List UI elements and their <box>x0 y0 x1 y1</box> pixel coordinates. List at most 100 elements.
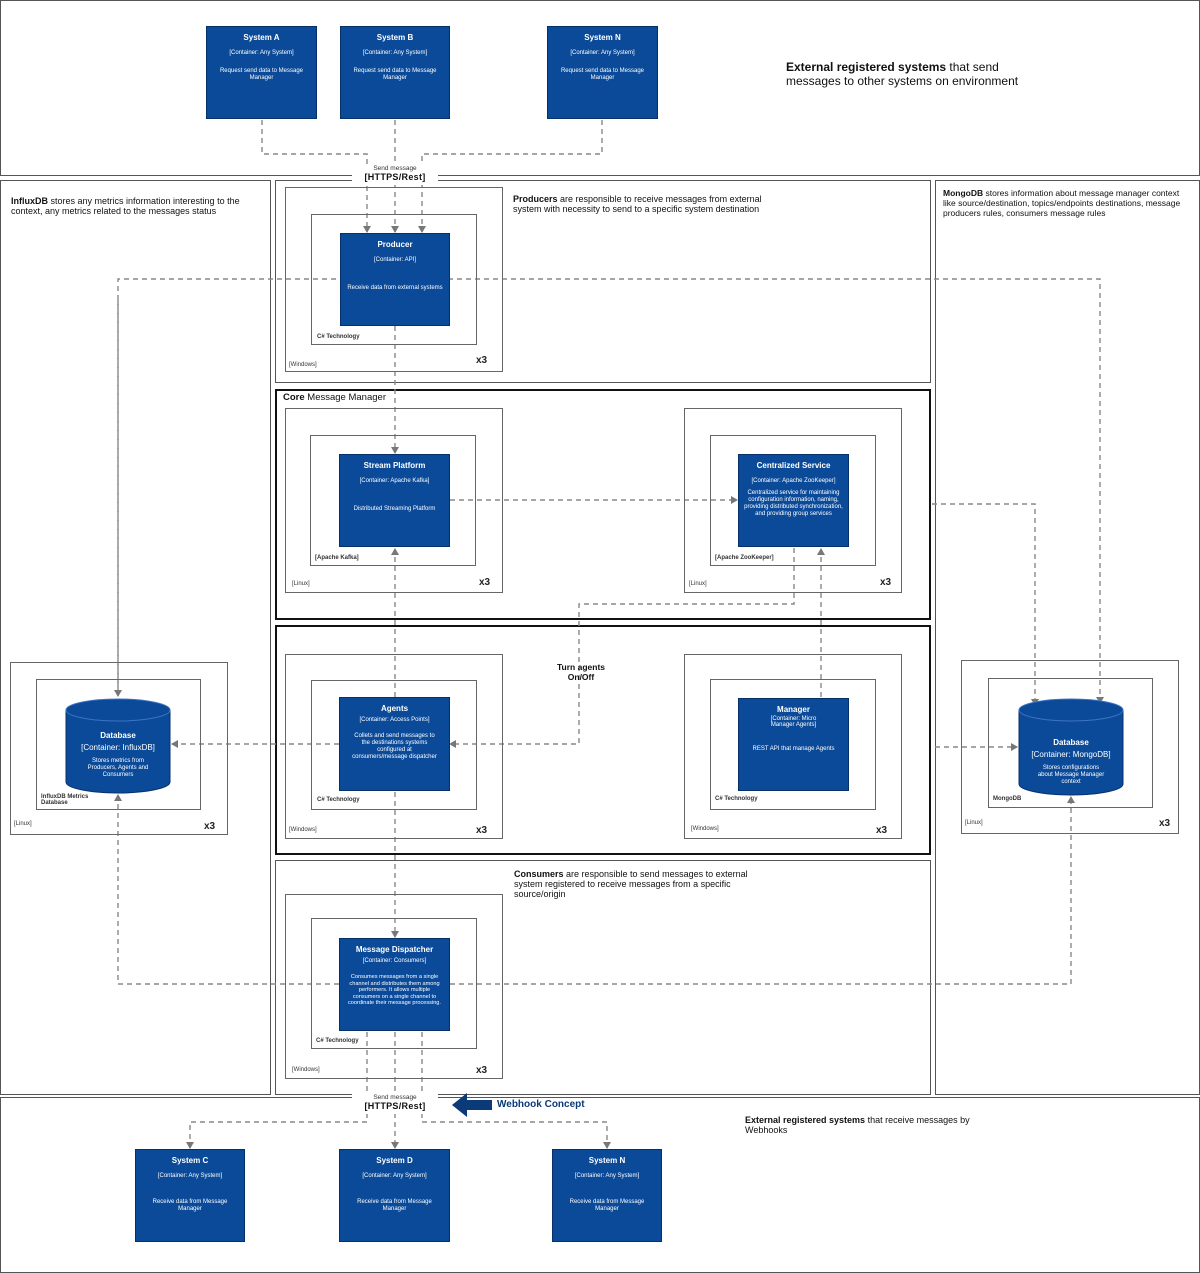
producers-note-rest: are responsible to receive messages from… <box>513 194 762 214</box>
agents-box[interactable]: Agents [Container: Access Points] Collet… <box>339 697 450 791</box>
top-note: External registered systems that send me… <box>786 60 1026 88</box>
dispatcher-inner-frame: C# Technology <box>311 918 477 1049</box>
producer-outer-frame: [Windows] x3 <box>285 187 503 372</box>
influx-db-text: Database [Container: InfluxDB] Stores me… <box>65 698 171 794</box>
centralized-service-desc: Centralized service for maintaining conf… <box>744 490 843 517</box>
system-d-subtitle: [Container: Any System] <box>362 1173 427 1179</box>
producers-note: Producers are responsible to receive mes… <box>513 194 783 214</box>
influx-outer-label: [Linux] <box>14 821 32 827</box>
agents-subtitle: [Container: Access Points] <box>359 717 430 723</box>
line-system-n-producer <box>418 120 603 233</box>
mongo-db-cylinder[interactable] <box>1018 698 1124 796</box>
mongo-region <box>935 180 1200 1095</box>
influx-db-subtitle: [Container: InfluxDB] <box>81 743 155 752</box>
producer-subtitle: [Container: API] <box>373 257 417 263</box>
system-n-top-box[interactable]: System N [Container: Any System] Request… <box>547 26 658 119</box>
send-message-bottom-protocol: [HTTPS/Rest] <box>364 1101 426 1111</box>
centralized-service-subtitle: [Container: Apache ZooKeeper] <box>751 478 836 484</box>
mongo-outer-label: [Linux] <box>965 820 983 826</box>
agents-desc: Collets and send messages to the destina… <box>352 733 437 760</box>
influx-db-desc: Stores metrics from Producers, Agents an… <box>87 758 149 778</box>
agents-outer-label: [Windows] <box>289 827 317 833</box>
line-influx-mongo-top <box>117 278 1104 704</box>
core-title-bold: Core <box>283 392 305 403</box>
turn-agents-label: Turn agents On/Off <box>556 662 605 682</box>
bottom-note: External registered systems that receive… <box>745 1115 995 1135</box>
central-outer-label: [Linux] <box>689 581 707 587</box>
influx-outer-frame: [Linux] x3 <box>10 662 228 835</box>
stream-count: x3 <box>479 577 491 588</box>
system-a-box[interactable]: System A [Container: Any System] Request… <box>206 26 317 119</box>
influx-note-rest: stores any metrics information interesti… <box>11 196 240 216</box>
manager-outer-label: [Windows] <box>691 826 719 832</box>
system-c-box[interactable]: System C [Container: Any System] Receive… <box>135 1149 245 1242</box>
mongo-note-rest: stores information about message manager… <box>943 188 1181 218</box>
producer-box[interactable]: Producer [Container: API] Receive data f… <box>340 233 450 326</box>
core-region <box>275 389 931 620</box>
message-dispatcher-subtitle: [Container: Consumers] <box>362 958 427 964</box>
agents-inner-label: C# Technology <box>317 797 360 803</box>
consumers-note-bold: Consumers <box>514 869 564 879</box>
mongo-count: x3 <box>1159 818 1171 829</box>
mongo-db-desc: Stores configurations about Message Mana… <box>1037 765 1105 785</box>
line-dispatcher-mongo <box>450 796 1075 985</box>
system-b-title: System B <box>376 33 414 42</box>
system-c-desc: Receive data from Message Manager <box>152 1199 228 1212</box>
bottom-note-rest: that receive messages by Webhooks <box>745 1115 970 1135</box>
agents-inner-frame: C# Technology <box>311 680 477 810</box>
system-d-desc: Receive data from Message Manager <box>357 1199 432 1212</box>
send-message-top-protocol: [HTTPS/Rest] <box>364 172 426 182</box>
system-n-bottom-title: System N <box>588 1156 626 1165</box>
producer-count: x3 <box>476 355 488 366</box>
influx-db-title: Database <box>100 731 136 740</box>
system-a-title: System A <box>243 33 280 42</box>
system-a-desc: Request send data to Message Manager <box>219 68 304 81</box>
dispatcher-outer-frame: [Windows] x3 <box>285 894 503 1079</box>
manager-subtitle: [Container: Micro Manager Agents] <box>770 716 817 728</box>
producer-desc: Receive data from external systems <box>347 285 443 291</box>
manager-inner-frame: C# Technology <box>710 679 876 810</box>
system-b-subtitle: [Container: Any System] <box>362 50 428 56</box>
manager-desc: REST API that manage Agents <box>752 746 835 752</box>
dispatcher-inner-label: C# Technology <box>316 1038 359 1044</box>
mongo-db-subtitle: [Container: MongoDB] <box>1031 750 1111 759</box>
system-n-bottom-box[interactable]: System N [Container: Any System] Receive… <box>552 1149 662 1242</box>
dispatcher-outer-label: [Windows] <box>292 1067 320 1073</box>
top-note-bold: External registered systems <box>786 60 947 74</box>
central-outer-frame: [Linux] x3 <box>684 408 902 593</box>
dispatcher-count: x3 <box>476 1065 488 1076</box>
stream-platform-box[interactable]: Stream Platform [Container: Apache Kafka… <box>339 454 450 547</box>
system-a-subtitle: [Container: Any System] <box>229 50 294 56</box>
send-message-bottom-text: Send message <box>373 1094 417 1101</box>
message-dispatcher-box[interactable]: Message Dispatcher [Container: Consumers… <box>339 938 450 1031</box>
send-message-top: Send message [HTTPS/Rest] <box>352 165 438 185</box>
mongo-inner-frame: MongoDB <box>988 678 1153 808</box>
central-inner-frame: [Apache ZooKeeper] <box>710 435 876 566</box>
centralized-service-box[interactable]: Centralized Service [Container: Apache Z… <box>738 454 849 547</box>
stream-inner-frame: [Apache Kafka] <box>310 435 476 566</box>
line-central-mongo <box>932 503 1039 706</box>
producer-inner-frame: C# Technology <box>311 214 477 345</box>
stream-platform-title: Stream Platform <box>363 461 426 470</box>
manager-box[interactable]: Manager [Container: Micro Manager Agents… <box>738 698 849 791</box>
consumers-note: Consumers are responsible to send messag… <box>514 869 764 899</box>
line-dispatcher-system-c <box>186 1032 368 1149</box>
message-dispatcher-title: Message Dispatcher <box>355 945 434 954</box>
consumers-note-rest: are responsible to send messages to exte… <box>514 869 748 899</box>
send-message-top-text: Send message <box>373 165 417 172</box>
mongo-note-bold: MongoDB <box>943 188 984 198</box>
producers-note-bold: Producers <box>513 194 558 204</box>
influx-note-bold: InfluxDB <box>11 196 48 206</box>
influx-note: InfluxDB stores any metrics information … <box>11 196 261 216</box>
system-c-title: System C <box>171 1156 209 1165</box>
central-count: x3 <box>880 577 892 588</box>
influx-db-cylinder[interactable] <box>65 698 171 794</box>
stream-outer-frame: [Linux] x3 <box>285 408 503 593</box>
system-b-box[interactable]: System B [Container: Any System] Request… <box>340 26 450 119</box>
system-d-box[interactable]: System D [Container: Any System] Receive… <box>339 1149 450 1242</box>
webhook-arrow-icon <box>452 1093 492 1117</box>
core-title-rest: Message Manager <box>304 392 386 403</box>
mongo-inner-label: MongoDB <box>993 796 1022 802</box>
mongo-outer-frame: [Linux] x3 <box>961 660 1179 834</box>
